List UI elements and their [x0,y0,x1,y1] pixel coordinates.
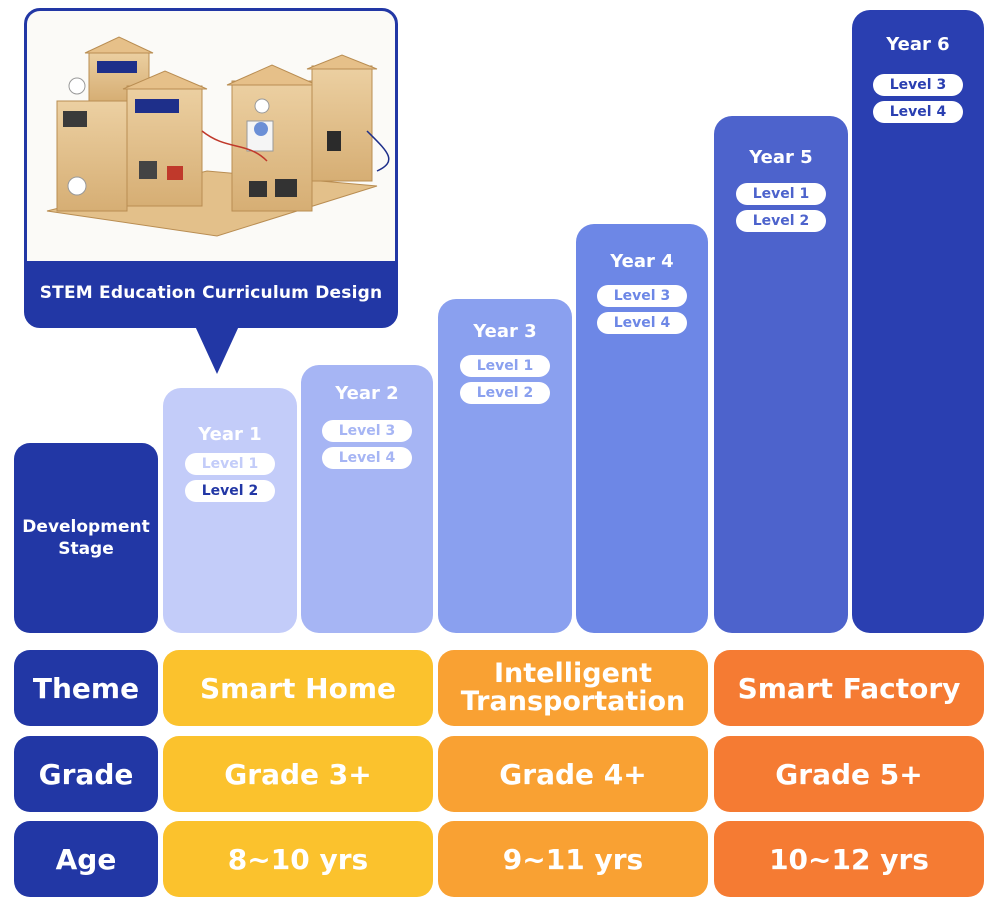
year-1-column: Year 1 Level 1 Level 2 [163,388,297,633]
level-pill: Level 4 [873,101,963,123]
level-pill: Level 1 [460,355,550,377]
level-pill: Level 3 [873,74,963,96]
level-pill: Level 3 [597,285,687,307]
year-3-column: Year 3 Level 1 Level 2 [438,299,572,633]
stem-kit-photo [27,11,395,261]
grade-row-label: Grade [14,736,158,812]
year-2-column: Year 2 Level 3 Level 4 [301,365,433,633]
level-pill: Level 1 [736,183,826,205]
level-pill: Level 2 [736,210,826,232]
level-pill: Level 4 [597,312,687,334]
year-title: Year 5 [749,147,813,168]
theme-cell: Intelligent Transportation [438,650,708,726]
level-pill: Level 1 [185,453,275,475]
age-row-label: Age [14,821,158,897]
theme-cell: Smart Factory [714,650,984,726]
year-title: Year 4 [610,251,674,272]
level-pill: Level 3 [322,420,412,442]
callout-pointer [195,326,239,374]
grade-cell: Grade 3+ [163,736,433,812]
development-stage-label: Development Stage [14,443,158,633]
stem-kit-illustration [46,36,390,237]
callout-box: STEM Education Curriculum Design [24,8,398,328]
age-cell: 8~10 yrs [163,821,433,897]
grade-cell: Grade 4+ [438,736,708,812]
level-pill: Level 2 [185,480,275,502]
year-title: Year 1 [198,424,262,445]
year-5-column: Year 5 Level 1 Level 2 [714,116,848,633]
theme-row-label: Theme [14,650,158,726]
year-title: Year 3 [473,321,537,342]
year-title: Year 6 [886,34,950,55]
age-cell: 10~12 yrs [714,821,984,897]
theme-cell: Smart Home [163,650,433,726]
year-4-column: Year 4 Level 3 Level 4 [576,224,708,633]
level-pill: Level 2 [460,382,550,404]
age-cell: 9~11 yrs [438,821,708,897]
year-6-column: Year 6 Level 3 Level 4 [852,10,984,633]
grade-cell: Grade 5+ [714,736,984,812]
year-title: Year 2 [335,383,399,404]
level-pill: Level 4 [322,447,412,469]
callout-caption: STEM Education Curriculum Design [39,283,383,303]
